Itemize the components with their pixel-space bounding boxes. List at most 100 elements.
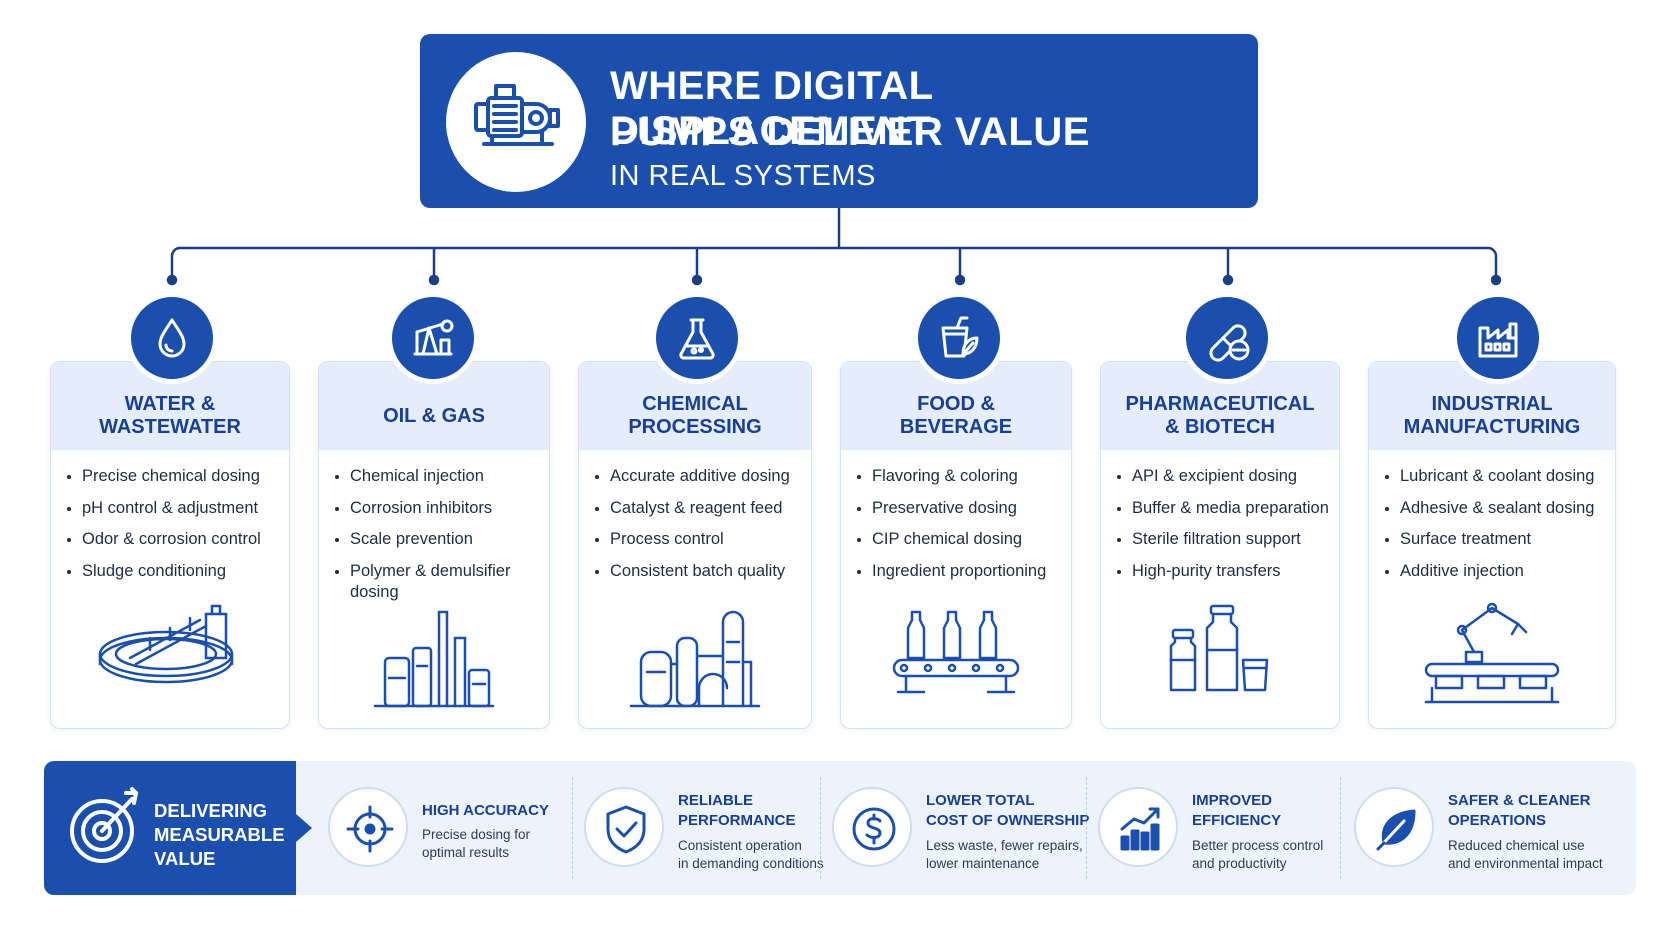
list-item: Adhesive & sealant dosing [1385,498,1605,519]
value-strip: DELIVERING MEASURABLE VALUE HIGH ACCURAC… [44,761,1636,895]
list-item: Polymer & demulsifier dosing [335,561,539,603]
sector-card-oil-gas: OIL & GAS Chemical injection Corrosion i… [318,361,550,729]
benefit-title: IMPROVED EFFICIENCY [1192,792,1282,829]
sector-card-header: INDUSTRIAL MANUFACTURING [1369,362,1615,450]
sector-card-industrial-manufacturing: INDUSTRIAL MANUFACTURING Lubricant & coo… [1368,361,1616,729]
oil-pumpjack-icon [413,319,454,356]
benefit-text: Precise dosing for optimal results [422,827,531,860]
list-item: API & excipient dosing [1117,466,1329,487]
sector-card-food-beverage: FOOD & BEVERAGE Flavoring & coloring Pre… [840,361,1072,729]
water-drop-icon-badge [126,292,218,384]
oil-pumpjack-icon-badge [387,292,479,384]
connector-node [428,274,440,286]
sector-card-water-wastewater: WATER & WASTEWATER Precise chemical dosi… [50,361,290,729]
benefit-title: LOWER TOTAL COST OF OWNERSHIP [926,792,1090,829]
list-item: Flavoring & coloring [857,466,1061,487]
list-item: Surface treatment [1385,529,1605,550]
dollar-coin-icon [852,807,896,851]
target-arrow-icon [70,787,138,863]
sector-items: Accurate additive dosing Catalyst & reag… [579,466,811,582]
title-line-2: PUMPS DELIVER VALUE [610,110,1090,154]
list-item: pH control & adjustment [67,498,279,519]
crosshair-icon [346,805,394,853]
header-banner: WHERE DIGITAL DISPLACEMENT PUMPS DELIVER… [420,34,1258,208]
connector-tree [166,208,1502,286]
list-item: Accurate additive dosing [595,466,801,487]
flask-icon-badge [651,292,743,384]
shield-check-icon [606,805,646,854]
pump-icon-badge [446,52,586,192]
sector-items: Chemical injection Corrosion inhibitors … [319,466,549,603]
list-item: Preservative dosing [857,498,1061,519]
drink-cup-leaf-icon [941,316,979,358]
sector-title: FOOD & BEVERAGE [899,393,1013,438]
sector-title: INDUSTRIAL MANUFACTURING [1403,393,1581,438]
sector-title: CHEMICAL PROCESSING [628,393,762,438]
capsule-pill-icon [1209,324,1250,362]
sector-title: WATER & WASTEWATER [99,393,241,438]
list-item: Ingredient proportioning [857,561,1061,582]
benefit-text: Better process control and productivity [1192,838,1324,871]
leaf-icon [1376,809,1416,851]
connector-node [1490,274,1502,286]
list-item: Buffer & media preparation [1117,498,1329,519]
divider [1340,777,1341,879]
list-item: Sterile filtration support [1117,529,1329,550]
connector-node [166,274,178,286]
connector-node [1222,274,1234,286]
title-line-3: IN REAL SYSTEMS [610,160,876,192]
list-item: Additive injection [1385,561,1605,582]
benefit-title: HIGH ACCURACY [422,802,549,819]
sector-card-pharmaceutical-biotech: PHARMACEUTICAL & BIOTECH API & excipient… [1100,361,1340,729]
list-item: Chemical injection [335,466,539,487]
connector-bar [170,246,1498,280]
list-item: Process control [595,529,801,550]
benefit-title: SAFER & CLEANER OPERATIONS [1448,792,1591,829]
list-item: Sludge conditioning [67,561,279,582]
flask-icon [679,318,715,360]
divider [572,777,573,879]
list-item: Odor & corrosion control [67,529,279,550]
benefit-title: RELIABLE PERFORMANCE [678,792,796,829]
sector-card-chemical-processing: CHEMICAL PROCESSING Accurate additive do… [578,361,812,729]
list-item: Corrosion inhibitors [335,498,539,519]
sector-items: Lubricant & coolant dosing Adhesive & se… [1369,466,1615,582]
drink-cup-leaf-icon-badge [913,292,1005,384]
clarifier-tank-illustration [98,604,234,684]
factory-icon [1478,322,1518,358]
benefit-text: Consistent operation in demanding condit… [678,838,824,871]
robot-arm-conveyor-illustration [1424,602,1560,704]
divider [820,777,821,879]
list-item: Catalyst & reagent feed [595,498,801,519]
chemical-plant-illustration [629,610,761,708]
list-item: High-purity transfers [1117,561,1329,582]
connector-node [691,274,703,286]
connector-node [954,274,966,286]
vials-illustration [1169,604,1269,692]
delivering-value-title: DELIVERING MEASURABLE VALUE [154,800,285,869]
sector-title: PHARMACEUTICAL & BIOTECH [1125,393,1315,438]
list-item: CIP chemical dosing [857,529,1061,550]
list-item: Lubricant & coolant dosing [1385,466,1605,487]
delivering-value-panel: DELIVERING MEASURABLE VALUE [44,761,296,895]
sector-items: Flavoring & coloring Preservative dosing… [841,466,1071,582]
panel-pointer [296,814,312,842]
list-item: Consistent batch quality [595,561,801,582]
factory-icon-badge [1452,292,1544,384]
water-drop-icon [158,318,186,358]
list-item: Precise chemical dosing [67,466,279,487]
refinery-illustration [373,610,495,708]
bar-chart-up-icon [1120,807,1160,851]
divider [1086,777,1087,879]
sector-title: OIL & GAS [383,404,485,427]
capsule-pill-icon-badge [1181,292,1273,384]
benefit-text: Reduced chemical use and environmental i… [1448,838,1603,871]
list-item: Scale prevention [335,529,539,550]
title-line-1: WHERE DIGITAL DISPLACEMENT [610,64,933,153]
pump-icon [474,84,560,146]
benefit-text: Less waste, fewer repairs, lower mainten… [926,838,1083,871]
bottling-conveyor-illustration [892,610,1020,694]
sector-items: Precise chemical dosing pH control & adj… [51,466,289,582]
sector-items: API & excipient dosing Buffer & media pr… [1101,466,1339,582]
sector-card-header: PHARMACEUTICAL & BIOTECH [1101,362,1339,450]
